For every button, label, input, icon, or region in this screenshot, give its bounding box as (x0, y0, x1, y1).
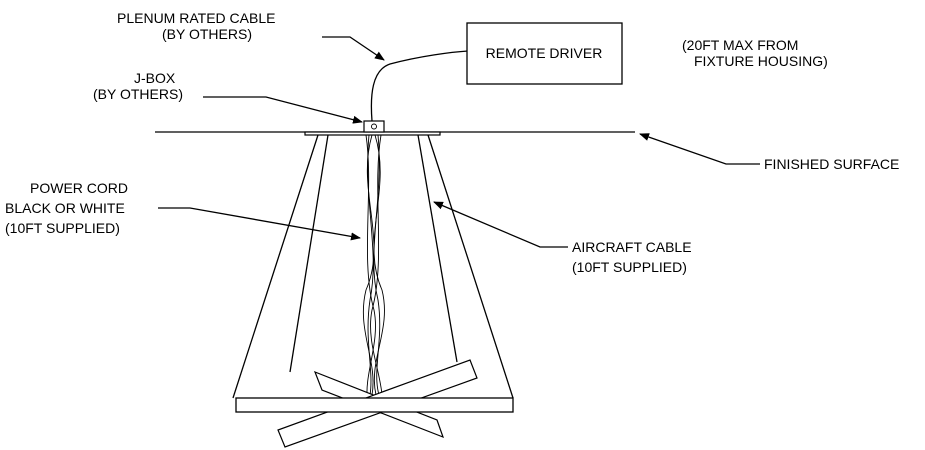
power-cord-leader (158, 207, 361, 241)
aircraft-cable-left-outer (232, 134, 319, 399)
remote-driver-label: REMOTE DRIVER (486, 45, 603, 61)
plenum-cable (370, 50, 469, 122)
max-distance-line2: FIXTURE HOUSING) (694, 53, 828, 69)
jbox-label-line2: (BY OTHERS) (93, 86, 183, 102)
aircraft-cable-leader (433, 201, 568, 248)
aircraft-cable-label-line2: (10FT SUPPLIED) (572, 259, 687, 275)
power-cord-bundle (362, 134, 385, 396)
aircraft-cable-left-inner (289, 134, 329, 373)
plenum-leader (322, 36, 385, 61)
jbox-label-line1: J-BOX (134, 70, 176, 86)
j-box-screw (371, 123, 377, 130)
fixture-bar (235, 397, 514, 413)
j-box (363, 120, 385, 133)
plenum-label-line2: (BY OTHERS) (162, 26, 252, 42)
aircraft-cable-right-inner (417, 134, 458, 363)
max-distance-line1: (20FT MAX FROM (682, 37, 798, 53)
finished-surface-label: FINISHED SURFACE (764, 156, 899, 172)
aircraft-cable-label-line1: AIRCRAFT CABLE (572, 239, 692, 255)
power-cord-label-line2: BLACK OR WHITE (5, 200, 125, 216)
power-cord-label-line1: POWER CORD (30, 180, 128, 196)
remote-driver-box (466, 22, 623, 85)
plenum-label-line1: PLENUM RATED CABLE (117, 10, 275, 26)
aircraft-cable-right-outer (427, 134, 514, 399)
power-cord-label-line3: (10FT SUPPLIED) (5, 220, 120, 236)
jbox-leader (203, 96, 363, 124)
finished-surface-leader (639, 133, 760, 165)
